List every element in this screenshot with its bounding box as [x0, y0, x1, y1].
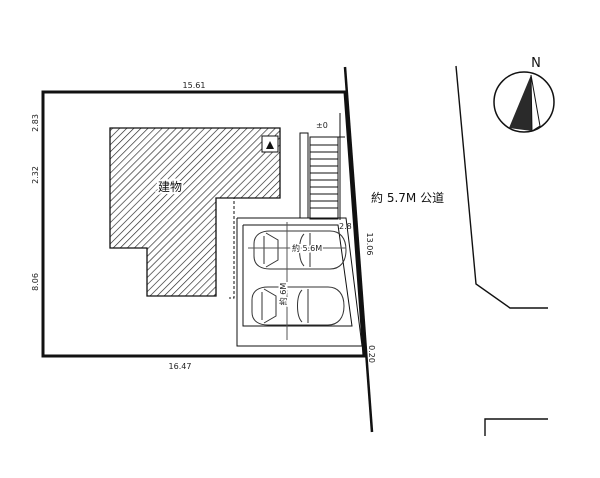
stairs — [299, 113, 345, 220]
road-label: 約 5.7M 公道 — [371, 190, 444, 205]
north-arrow: N — [493, 56, 555, 133]
lot-boundary — [41, 90, 366, 358]
parking-width-label: 約 5.6M — [292, 243, 322, 253]
north-label: N — [531, 56, 541, 71]
building — [109, 127, 281, 297]
dimension-right: 13.06 — [365, 233, 374, 256]
stair-steps — [310, 144, 338, 209]
parking-area — [236, 217, 363, 347]
parking-dimension-lines — [248, 222, 346, 340]
dashed-outline — [229, 197, 246, 299]
elevation-label: ±0 — [316, 121, 328, 130]
dimension-left-middle: 2.32 — [31, 166, 40, 184]
dimension-bottom: 16.47 — [169, 362, 192, 371]
dimension-top: 15.61 — [183, 81, 206, 90]
road-edge-line — [343, 66, 374, 433]
dimension-right-offset: 2.8 — [339, 222, 352, 231]
north-arrow-needle-icon — [509, 75, 532, 131]
dimension-corner-offset: 0.20 — [367, 345, 376, 363]
entrance-triangle-icon — [266, 141, 274, 149]
far-road-edge — [455, 65, 548, 309]
dimension-left-upper: 2.83 — [31, 114, 40, 132]
far-road-corner — [484, 418, 548, 436]
dimension-left-lower: 8.06 — [31, 273, 40, 291]
car-icon — [251, 286, 345, 326]
car-icon — [253, 230, 347, 270]
parking-length-label: 約 6M — [278, 283, 288, 306]
building-label: 建物 — [158, 180, 182, 194]
